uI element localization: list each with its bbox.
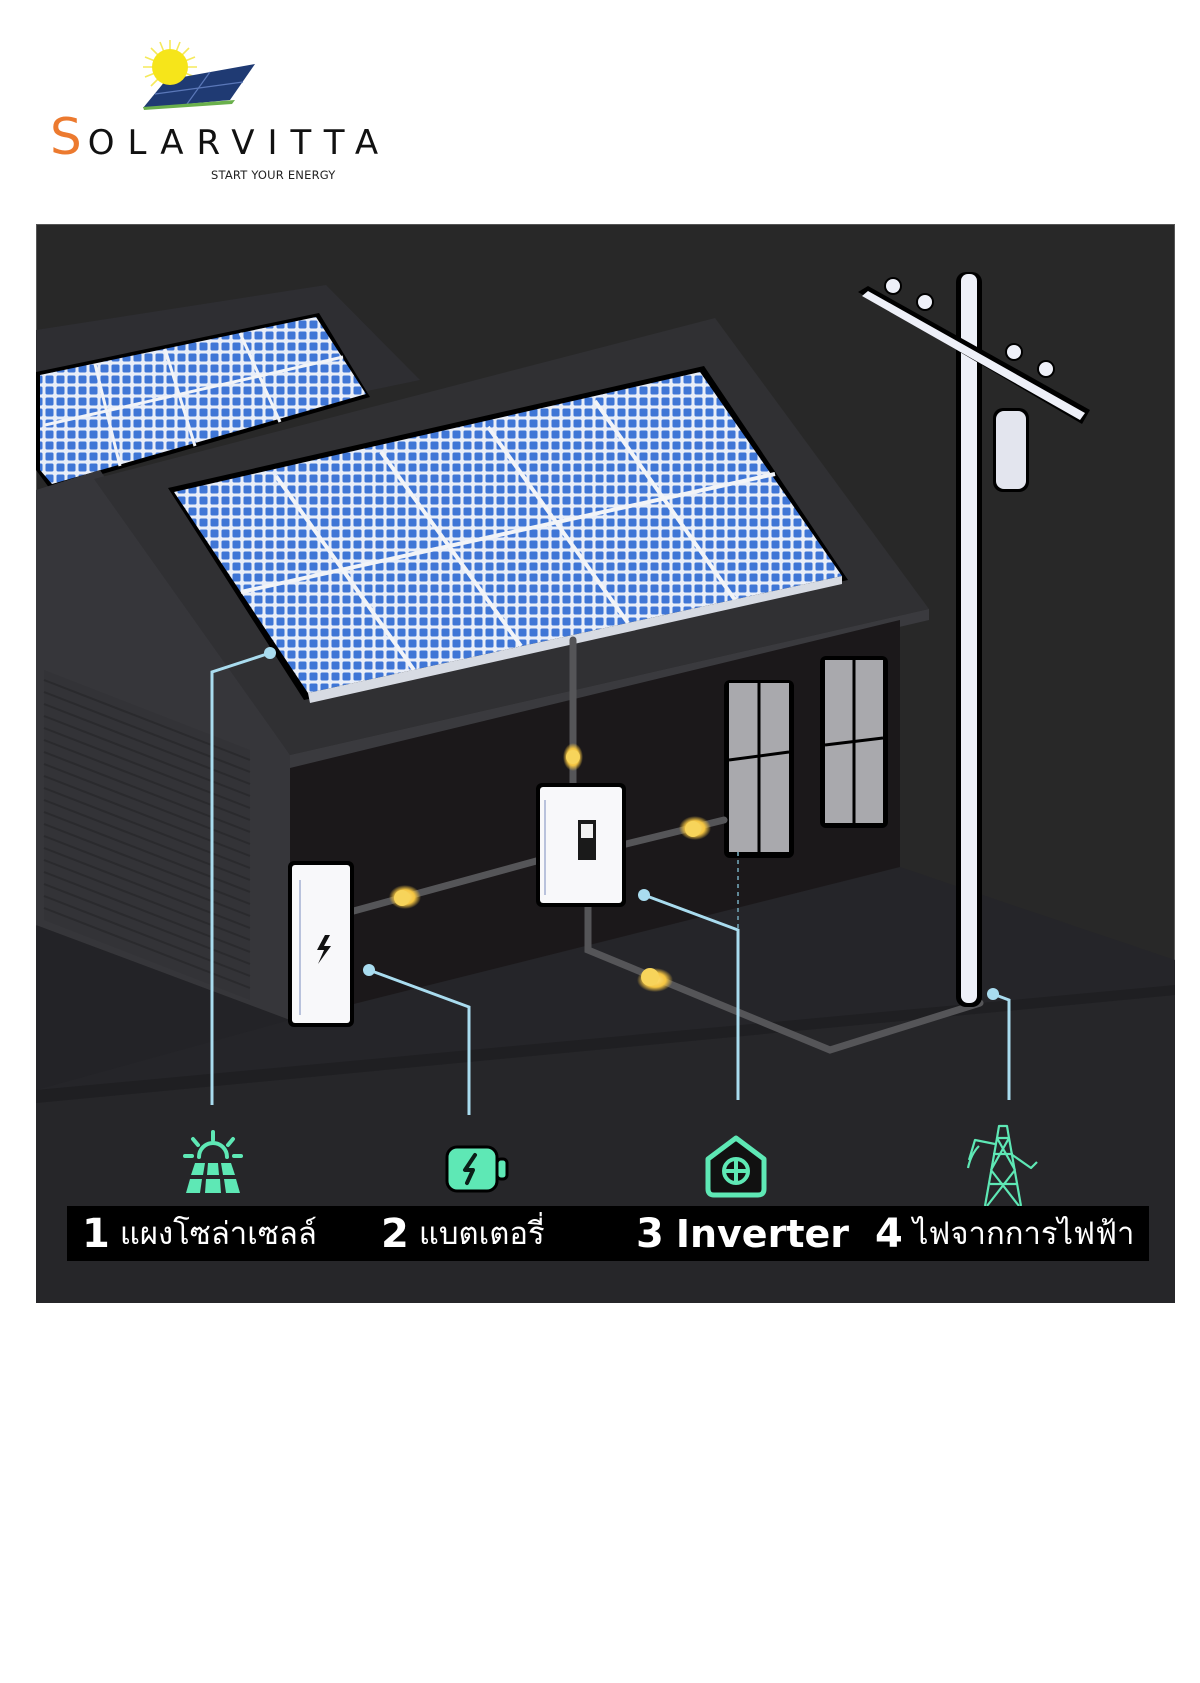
- brand-tagline: START YOUR ENERGY: [211, 168, 336, 182]
- utility-pole: [858, 272, 1090, 1007]
- house-windows: [724, 656, 888, 858]
- transmission-tower-icon: [966, 1124, 1038, 1207]
- brand-rest: OLARVITTA: [87, 123, 392, 163]
- brand-first-letter: S: [50, 108, 82, 166]
- main-solar-panels: [168, 366, 848, 703]
- solar-panel-sun-icon: [183, 1130, 243, 1193]
- power-cables: [346, 636, 984, 1054]
- label-number: 3: [636, 1211, 664, 1257]
- cable-glow-points: [389, 743, 711, 992]
- sun-solar-panel-logo-icon: [143, 40, 255, 110]
- battery-unit: [288, 861, 354, 1027]
- label-text: Inverter: [675, 1212, 849, 1256]
- label-number: 1: [82, 1211, 110, 1257]
- label-number: 4: [875, 1211, 903, 1257]
- label-number: 2: [381, 1211, 409, 1257]
- label-text: แบตเตอรี่: [418, 1216, 545, 1252]
- battery-charging-icon: [445, 1145, 509, 1193]
- label-text: แผงโซล่าเซลล์: [119, 1216, 317, 1252]
- label-text: ไฟจากการไฟฟ้า: [912, 1216, 1135, 1252]
- house-inverter-icon: [705, 1135, 767, 1198]
- back-solar-panels: [36, 313, 370, 489]
- inverter-unit: [536, 783, 626, 907]
- louver-lines: [43, 679, 251, 989]
